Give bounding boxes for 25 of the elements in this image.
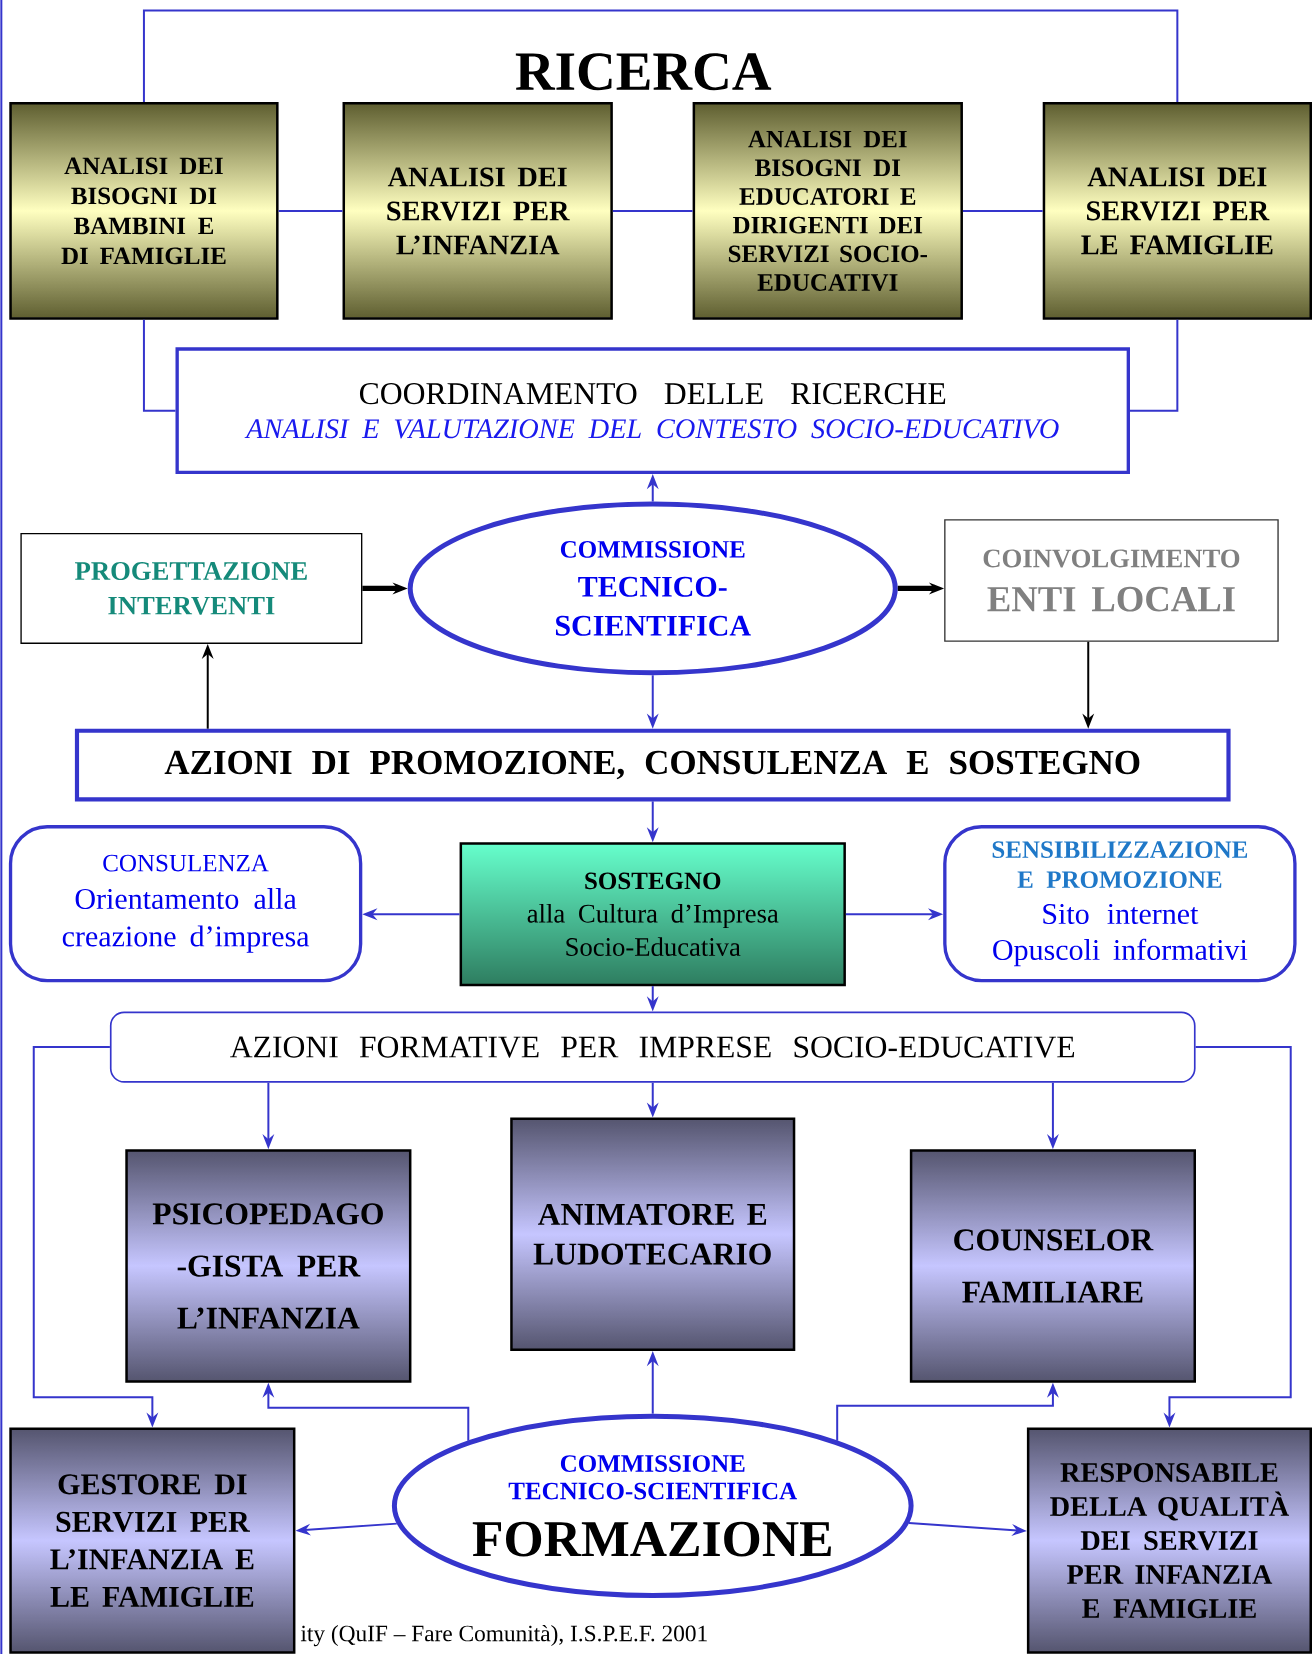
role-box: RESPONSABILE DELLA QUALITÀ DEI SERVIZI PER INFANZIA E FAMIGLIE [1026,1427,1312,1654]
connector-line [142,9,1179,104]
research-box: ANALISI DEI BISOGNI DI BAMBINI E DI FAMIGLIE [9,102,279,320]
local-authorities-box: COINVOLGIMENTO ENTI LOCALI [944,519,1279,642]
connector-line [277,209,344,212]
consulting-box: CONSULENZA Orientamento alla creazione d’impresa [8,825,363,983]
footer-note: ity (QuIF – Fare Comunità), I.S.P.E.F. 2001 [300,1624,707,1647]
connector-line [961,209,1044,212]
connector-line [611,209,694,212]
role-box: ANIMATORE E LUDOTECARIO [510,1117,796,1351]
research-box: ANALISI DEI BISOGNI DI EDUCATORI E DIRIGENTI DEI SERVIZI SOCIO-EDUCATIVI [692,102,963,320]
connector-line [1129,318,1179,412]
role-box: PSICOPEDAGO -GISTA PER L’INFANZIA [125,1149,412,1383]
support-box: SOSTEGNO alla Cultura d’Impresa Socio-Educativa [459,842,846,987]
training-actions-box: AZIONI FORMATIVE PER IMPRESE SOCIO-EDUCATIVE [109,1011,1196,1083]
connector-line [142,318,177,412]
title: RICERCA [515,53,772,91]
research-box: ANALISI DEI SERVIZI PER LE FAMIGLIE [1042,102,1312,320]
coordination-box: COORDINAMENTO DELLE RICERCHE ANALISI E VALUTAZIONE DEL CONTESTO SOCIO-EDUCATIVO [175,347,1130,475]
role-box: COUNSELOR FAMILIARE [909,1149,1196,1383]
actions-box: AZIONI DI PROMOZIONE, CONSULENZA E SOSTEGNO [74,728,1231,802]
role-box: GESTORE DI SERVIZI PER L’INFANZIA E LE FAMIGLIE [9,1427,296,1654]
research-box: ANALISI DEI SERVIZI PER L’INFANZIA [342,102,613,320]
planning-box: PROGETTAZIONE INTERVENTI [20,532,363,644]
awareness-box: SENSIBILIZZAZIONE E PROMOZIONE Sito internet Opuscoli informativi [943,825,1297,983]
